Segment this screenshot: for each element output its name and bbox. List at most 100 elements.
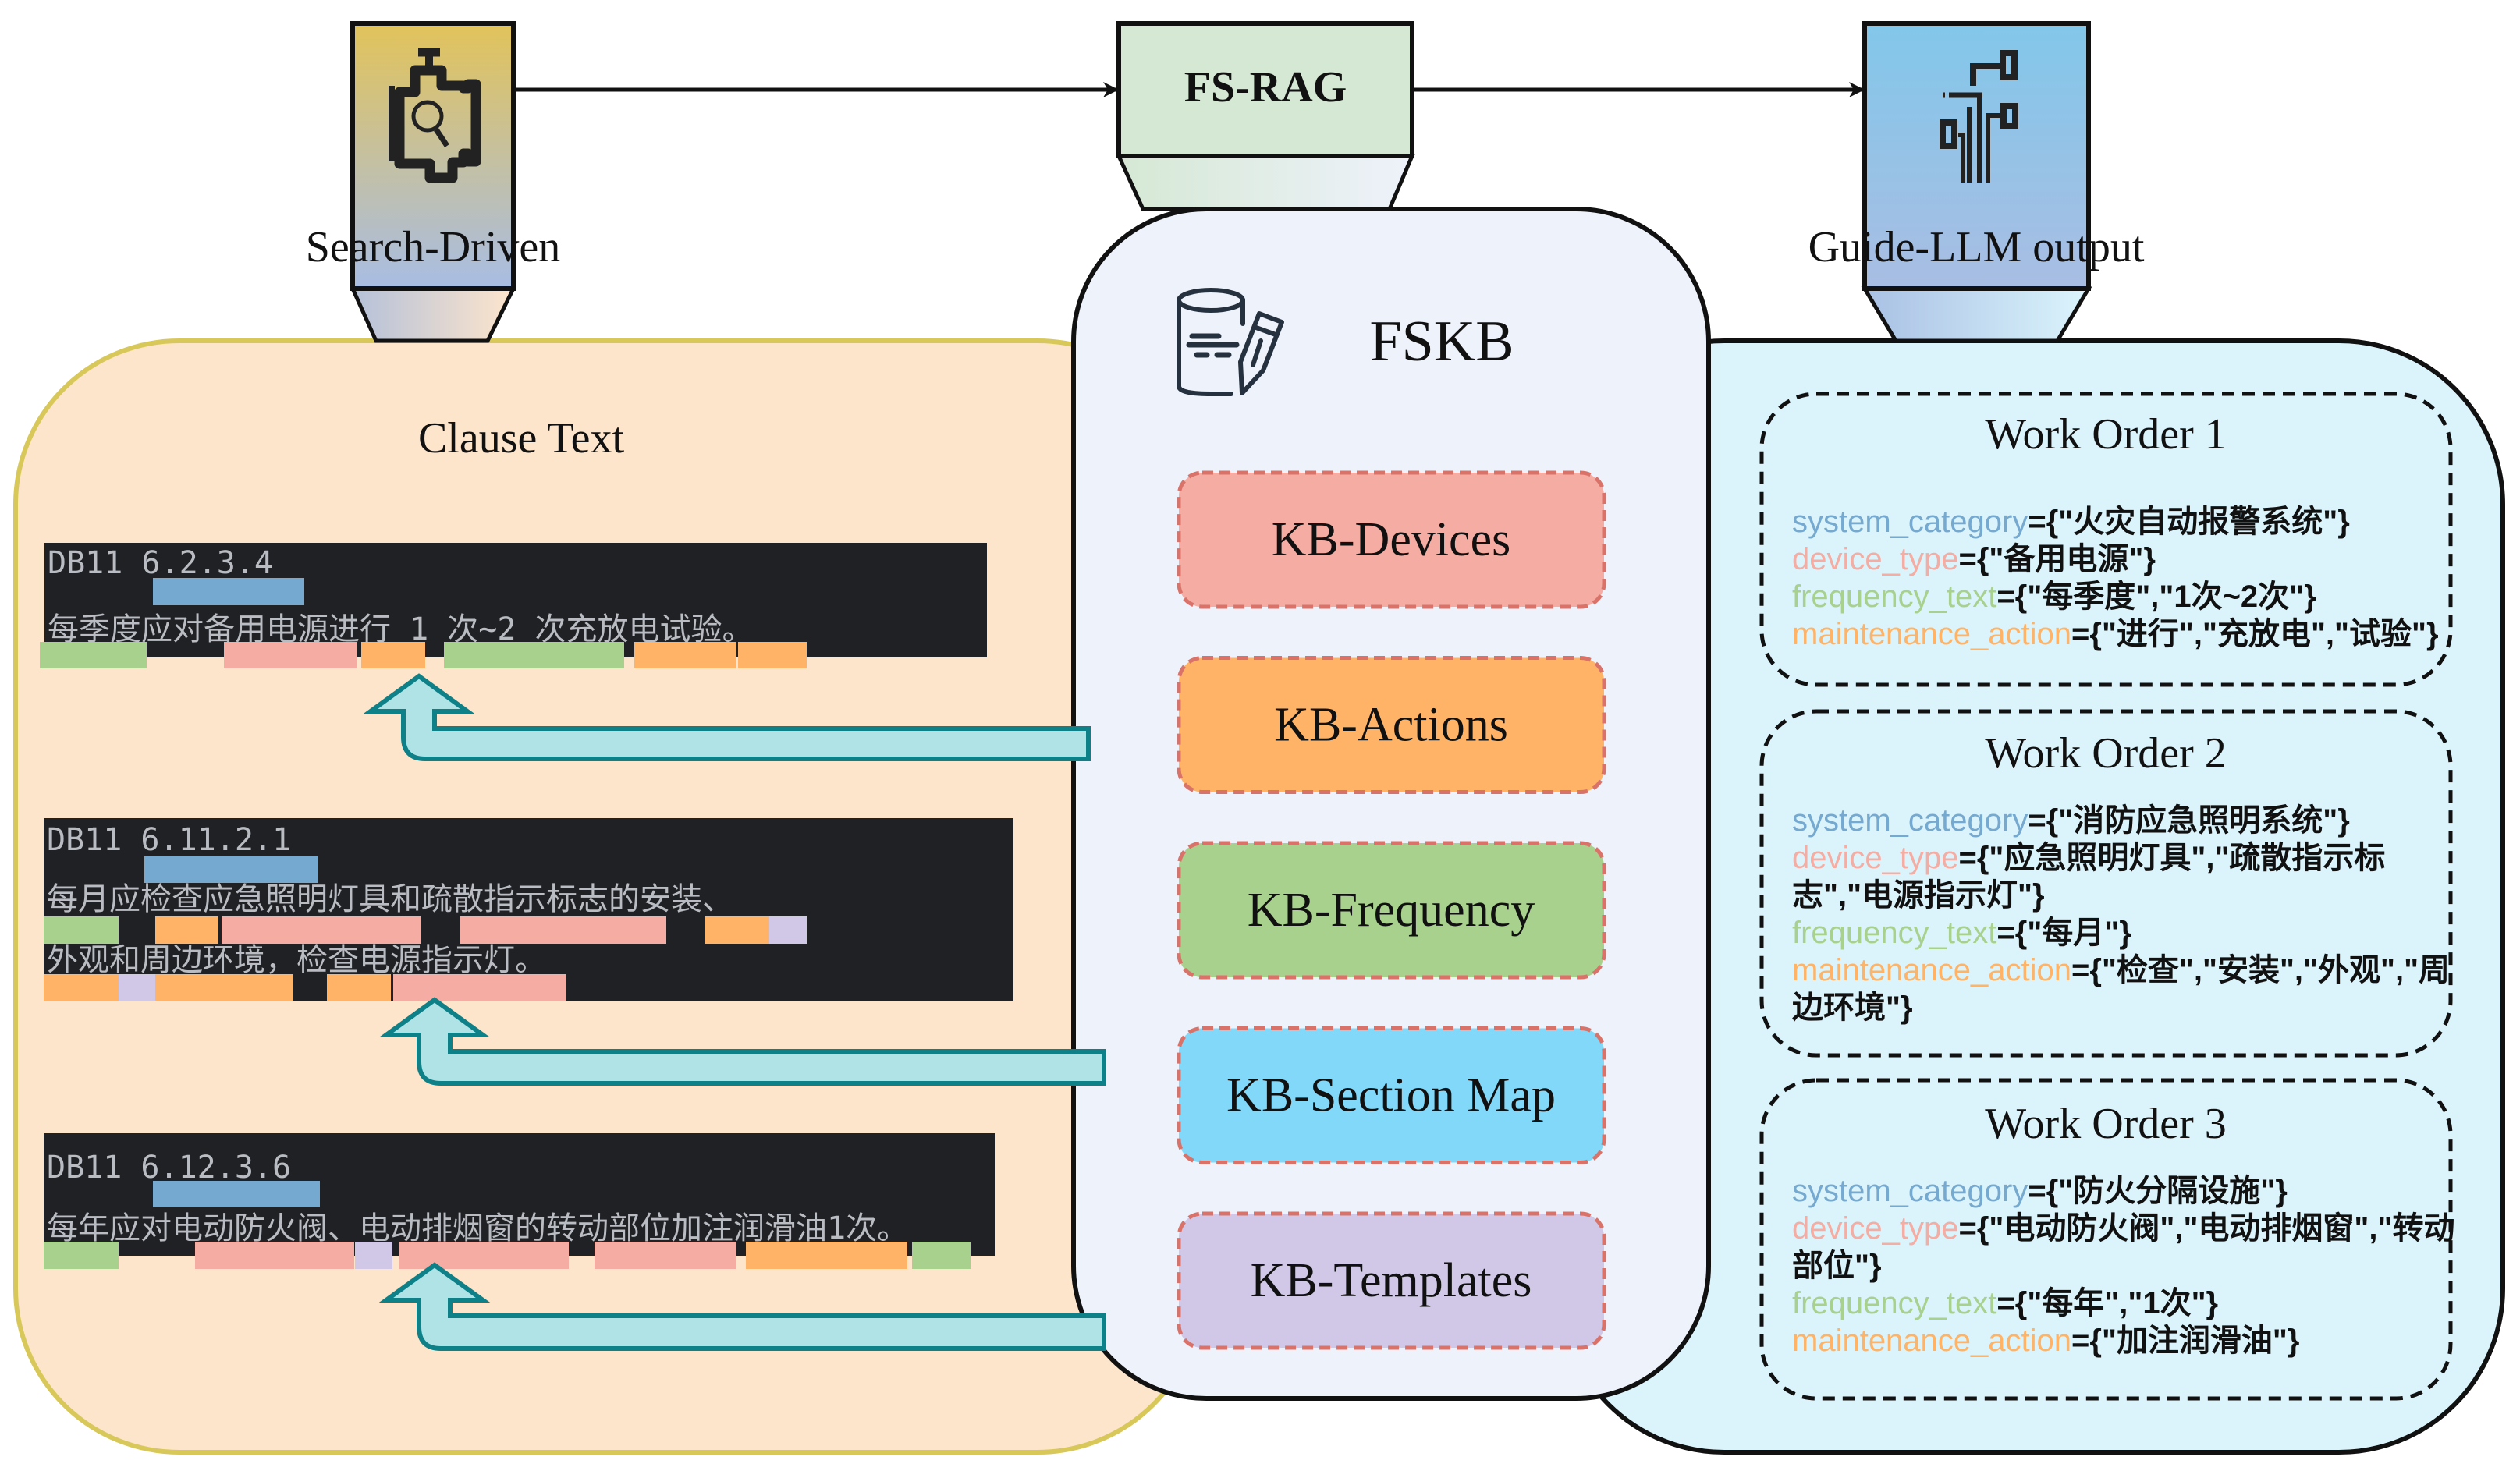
action-highlight: [738, 642, 807, 668]
work-order-field: maintenance_action={"进行","充放电","试验"}: [1792, 617, 2439, 651]
field-value: ={"每季度","1次~2次"}: [1996, 580, 2316, 614]
guide-llm-box[interactable]: Guide-LLM output: [1808, 21, 2145, 291]
kb-label: KB-Actions: [1274, 699, 1508, 752]
action-highlight: [155, 916, 218, 944]
field-value: ={"火灾自动报警系统"}: [2028, 505, 2349, 539]
field-key: frequency_text: [1792, 580, 1996, 614]
clause-code: DB11 6.12.3.6: [47, 1150, 291, 1186]
work-order-field: maintenance_action={"加注润滑油"}: [1792, 1324, 2299, 1358]
search-driven-label: Search-Driven: [306, 223, 561, 271]
kb-label: KB-Section Map: [1226, 1069, 1556, 1122]
field-key: device_type: [1792, 1211, 1958, 1246]
work-order-field: system_category={"防火分隔设施"}: [1792, 1174, 2288, 1208]
return-arrow: [378, 1262, 1106, 1351]
field-key: system_category: [1792, 803, 2028, 838]
work-order-field: frequency_text={"每季度","1次~2次"}: [1792, 580, 2316, 614]
work-order-field: system_category={"消防应急照明系统"}: [1792, 803, 2350, 838]
field-value: ={"检查","安装","外观","周: [2071, 953, 2450, 987]
search-driven-box[interactable]: Search-Driven: [306, 21, 561, 291]
work-order-title: Work Order 2: [1985, 729, 2227, 778]
work-order-field: device_type={"备用电源"}: [1792, 542, 2156, 576]
clause-line: 每月应检查应急照明灯具和疏散指示标志的安装、: [47, 881, 733, 917]
fs-rag-label: FS-RAG: [1184, 63, 1347, 112]
field-value-continued: 部位"}: [1792, 1249, 1882, 1283]
field-value-continued: 边环境"}: [1792, 991, 1913, 1025]
field-value: ={"每年","1次"}: [1996, 1286, 2218, 1320]
kb-box-kb-actions[interactable]: KB-Actions: [1177, 656, 1606, 794]
kb-label: KB-Devices: [1272, 513, 1510, 566]
template-highlight: [355, 1242, 392, 1269]
section-highlight: [144, 856, 318, 883]
field-value-continued: 志","电源指示灯"}: [1792, 878, 2045, 913]
field-value: ={"消防应急照明系统"}: [2028, 803, 2349, 838]
return-arrow: [378, 997, 1106, 1086]
work-order-field: frequency_text={"每年","1次"}: [1792, 1286, 2218, 1320]
action-highlight: [327, 974, 391, 1001]
action-highlight: [705, 916, 769, 944]
kb-list: KB-DevicesKB-ActionsKB-FrequencyKB-Secti…: [1177, 470, 1606, 1350]
clause-block: DB11 6.11.2.1 每月应检查应急照明灯具和疏散指示标志的安装、外观和周边…: [44, 818, 1013, 1001]
device-highlight: [595, 1242, 736, 1269]
clause-panel-title: Clause Text: [418, 414, 625, 463]
work-order-card[interactable]: Work Order 3system_category={"防火分隔设施"}de…: [1759, 1078, 2454, 1401]
field-key: frequency_text: [1792, 1286, 1996, 1320]
clause-block: DB11 6.12.3.6 每年应对电动防火阀、电动排烟窗的转动部位加注润滑油1次…: [44, 1133, 995, 1269]
search-driven-funnel: [350, 286, 517, 343]
kb-box-kb-section-map[interactable]: KB-Section Map: [1177, 1026, 1606, 1164]
clause-code: DB11 6.2.3.4: [48, 545, 273, 581]
action-highlight: [746, 1242, 907, 1269]
return-arrows: [363, 673, 1106, 1351]
clause-line: 外观和周边环境，检查电源指示灯。: [47, 942, 546, 978]
work-order-title: Work Order 3: [1985, 1100, 2227, 1148]
engine-search-icon: [389, 48, 481, 183]
clause-code: DB11 6.11.2.1: [47, 822, 291, 858]
template-highlight: [119, 974, 155, 1001]
action-highlight: [44, 974, 119, 1001]
action-highlight: [634, 642, 736, 668]
work-order-field: device_type={"应急照明灯具","疏散指示标: [1792, 841, 2385, 875]
frequency-highlight: [44, 916, 119, 944]
guide-llm-label: Guide-LLM output: [1808, 223, 2145, 271]
field-key: maintenance_action: [1792, 1324, 2071, 1358]
frequency-highlight: [44, 1242, 119, 1269]
work-order-field: maintenance_action={"检查","安装","外观","周: [1792, 953, 2450, 987]
field-key: system_category: [1792, 1174, 2028, 1208]
field-value: ={"每月"}: [1996, 916, 2131, 950]
field-value: ={"进行","充放电","试验"}: [2071, 617, 2439, 651]
work-order-card[interactable]: Work Order 2 system_category={"消防应急照明系统"}…: [1759, 709, 2453, 1058]
field-key: maintenance_action: [1792, 617, 2071, 651]
kb-box-kb-devices[interactable]: KB-Devices: [1177, 470, 1606, 609]
work-order-list: Work Order 1system_category={"火灾自动报警系统"}…: [1759, 392, 2454, 1401]
action-highlight: [155, 974, 293, 1001]
work-order-title: Work Order 1: [1985, 410, 2227, 459]
frequency-highlight: [912, 1242, 971, 1269]
work-order-field: device_type={"电动防火阀","电动排烟窗","转动: [1792, 1211, 2454, 1246]
guide-llm-funnel: [1861, 286, 2092, 343]
return-arrow: [363, 673, 1091, 761]
field-key: system_category: [1792, 505, 2028, 539]
work-order-field: system_category={"火灾自动报警系统"}: [1792, 505, 2350, 539]
clause-line: 每年应对电动防火阀、电动排烟窗的转动部位加注润滑油1次。: [47, 1210, 908, 1246]
field-key: maintenance_action: [1792, 953, 2071, 987]
action-highlight: [361, 642, 425, 668]
template-highlight: [769, 916, 807, 944]
kb-label: KB-Templates: [1251, 1254, 1532, 1307]
device-highlight: [195, 1242, 354, 1269]
kb-box-kb-templates[interactable]: KB-Templates: [1177, 1211, 1606, 1350]
work-order-card[interactable]: Work Order 1 system_category={"火灾自动报警系统"}…: [1759, 392, 2453, 687]
field-value: ={"防火分隔设施"}: [2028, 1174, 2287, 1208]
field-value: ={"加注润滑油"}: [2071, 1324, 2299, 1358]
kb-box-kb-frequency[interactable]: KB-Frequency: [1177, 841, 1606, 980]
fs-rag-funnel: [1116, 154, 1415, 211]
device-highlight: [393, 974, 566, 1001]
fs-rag-box[interactable]: FS-RAG: [1116, 21, 1414, 158]
field-value: ={"电动防火阀","电动排烟窗","转动: [1958, 1211, 2454, 1246]
work-order-field: frequency_text={"每月"}: [1792, 916, 2131, 950]
device-highlight: [460, 916, 666, 944]
fskb-title: FSKB: [1369, 310, 1514, 374]
field-key: frequency_text: [1792, 916, 1996, 950]
kb-label: KB-Frequency: [1248, 884, 1535, 937]
